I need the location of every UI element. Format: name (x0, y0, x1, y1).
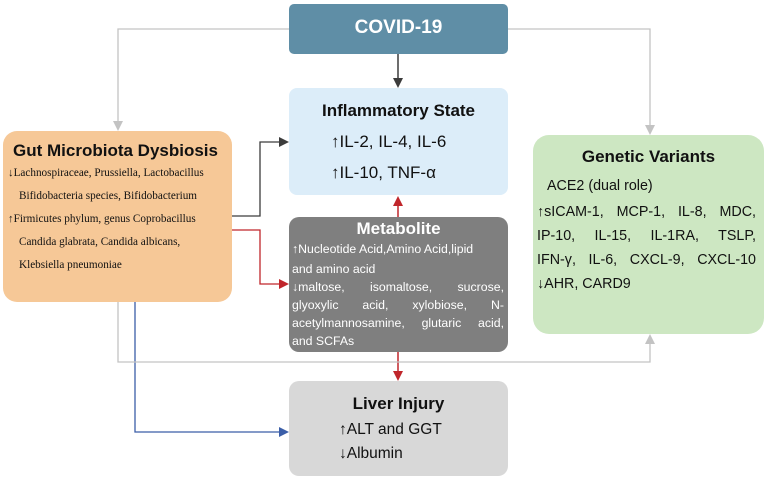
arrow-covid-to-genetic (508, 28, 655, 135)
arrow-covid-to-gut (113, 28, 289, 131)
metabolite-up-line-2: and amino acid (292, 262, 376, 276)
inflammatory-line-2: ↑IL-10, TNF-α (331, 163, 436, 182)
gut-microbiota-box: Gut Microbiota Dysbiosis ↓Lachnospiracea… (3, 131, 232, 302)
gut-title: Gut Microbiota Dysbiosis (13, 141, 218, 160)
gut-down-line-1: ↓Lachnospiraceae, Prussiella, Lactobacil… (8, 167, 204, 179)
genetic-variants-box: Genetic Variants ACE2 (dual role) ↑sICAM… (533, 135, 764, 334)
gut-up-line-2: Candida glabrata, Candida albicans, (19, 236, 181, 248)
inflammatory-state-box: Inflammatory State ↑IL-2, IL-4, IL-6 ↑IL… (289, 88, 508, 195)
down-arrow-icon: ↓ (292, 280, 299, 294)
genetic-down-line: ↓AHR, CARD9 (537, 276, 631, 292)
liver-injury-box: Liver Injury ↑ALT and GGT ↓Albumin (289, 381, 508, 476)
down-arrow-icon: ↓ (339, 445, 347, 462)
metabolite-down-line-2: glyoxylic acid, xylobiose, N- (292, 298, 504, 312)
gut-up-line-3: Klebsiella pneumoniae (19, 259, 122, 271)
up-arrow-icon: ↑ (331, 163, 340, 182)
genetic-line-4: IFN-γ, IL-6, CXCL-9, CXCL-10 (537, 252, 756, 268)
covid-box: COVID-19 (289, 4, 508, 54)
arrow-gut-to-genetic (117, 302, 655, 363)
metabolite-title: Metabolite (356, 219, 441, 238)
liver-down-line: ↓Albumin (339, 445, 403, 462)
down-arrow-icon: ↓ (8, 167, 14, 179)
up-arrow-icon: ↑ (292, 242, 299, 256)
arrow-gut-to-inflammatory (232, 137, 289, 217)
genetic-line-3: IP-10, IL-15, IL-1RA, TSLP, (537, 228, 756, 244)
inflammatory-title: Inflammatory State (321, 101, 476, 120)
up-arrow-icon: ↑ (331, 132, 340, 151)
down-arrow-icon: ↓ (537, 276, 545, 292)
metabolite-down-line-3: acetylmannosamine, glutaric acid, (292, 316, 504, 330)
up-arrow-icon: ↑ (339, 421, 347, 438)
metabolite-up-line-1: ↑Nucleotide Acid,Amino Acid,lipid (292, 242, 474, 256)
gut-down-line-2: Bifidobacteria species, Bifidobacterium (19, 190, 198, 202)
metabolite-down-line-4: and SCFAs (292, 334, 355, 348)
inflammatory-line-1: ↑IL-2, IL-4, IL-6 (331, 132, 447, 151)
metabolite-down-line-1: ↓maltose, isomaltose, sucrose, (292, 280, 504, 294)
up-arrow-icon: ↑ (537, 204, 545, 220)
genetic-line-1: ACE2 (dual role) (547, 178, 653, 194)
covid-title: COVID-19 (354, 17, 443, 38)
liver-title: Liver Injury (352, 394, 445, 413)
arrow-gut-to-liver (134, 302, 289, 437)
liver-up-line: ↑ALT and GGT (339, 421, 442, 438)
gut-up-line-1: ↑Firmicutes phylum, genus Coprobacillus (8, 213, 196, 225)
genetic-up-line-1: ↑sICAM-1, MCP-1, IL-8, MDC, (537, 204, 756, 220)
metabolite-box: Metabolite ↑Nucleotide Acid,Amino Acid,l… (289, 217, 508, 352)
arrow-gut-to-metabolite (232, 229, 289, 289)
up-arrow-icon: ↑ (8, 213, 14, 225)
genetic-title: Genetic Variants (581, 147, 716, 166)
